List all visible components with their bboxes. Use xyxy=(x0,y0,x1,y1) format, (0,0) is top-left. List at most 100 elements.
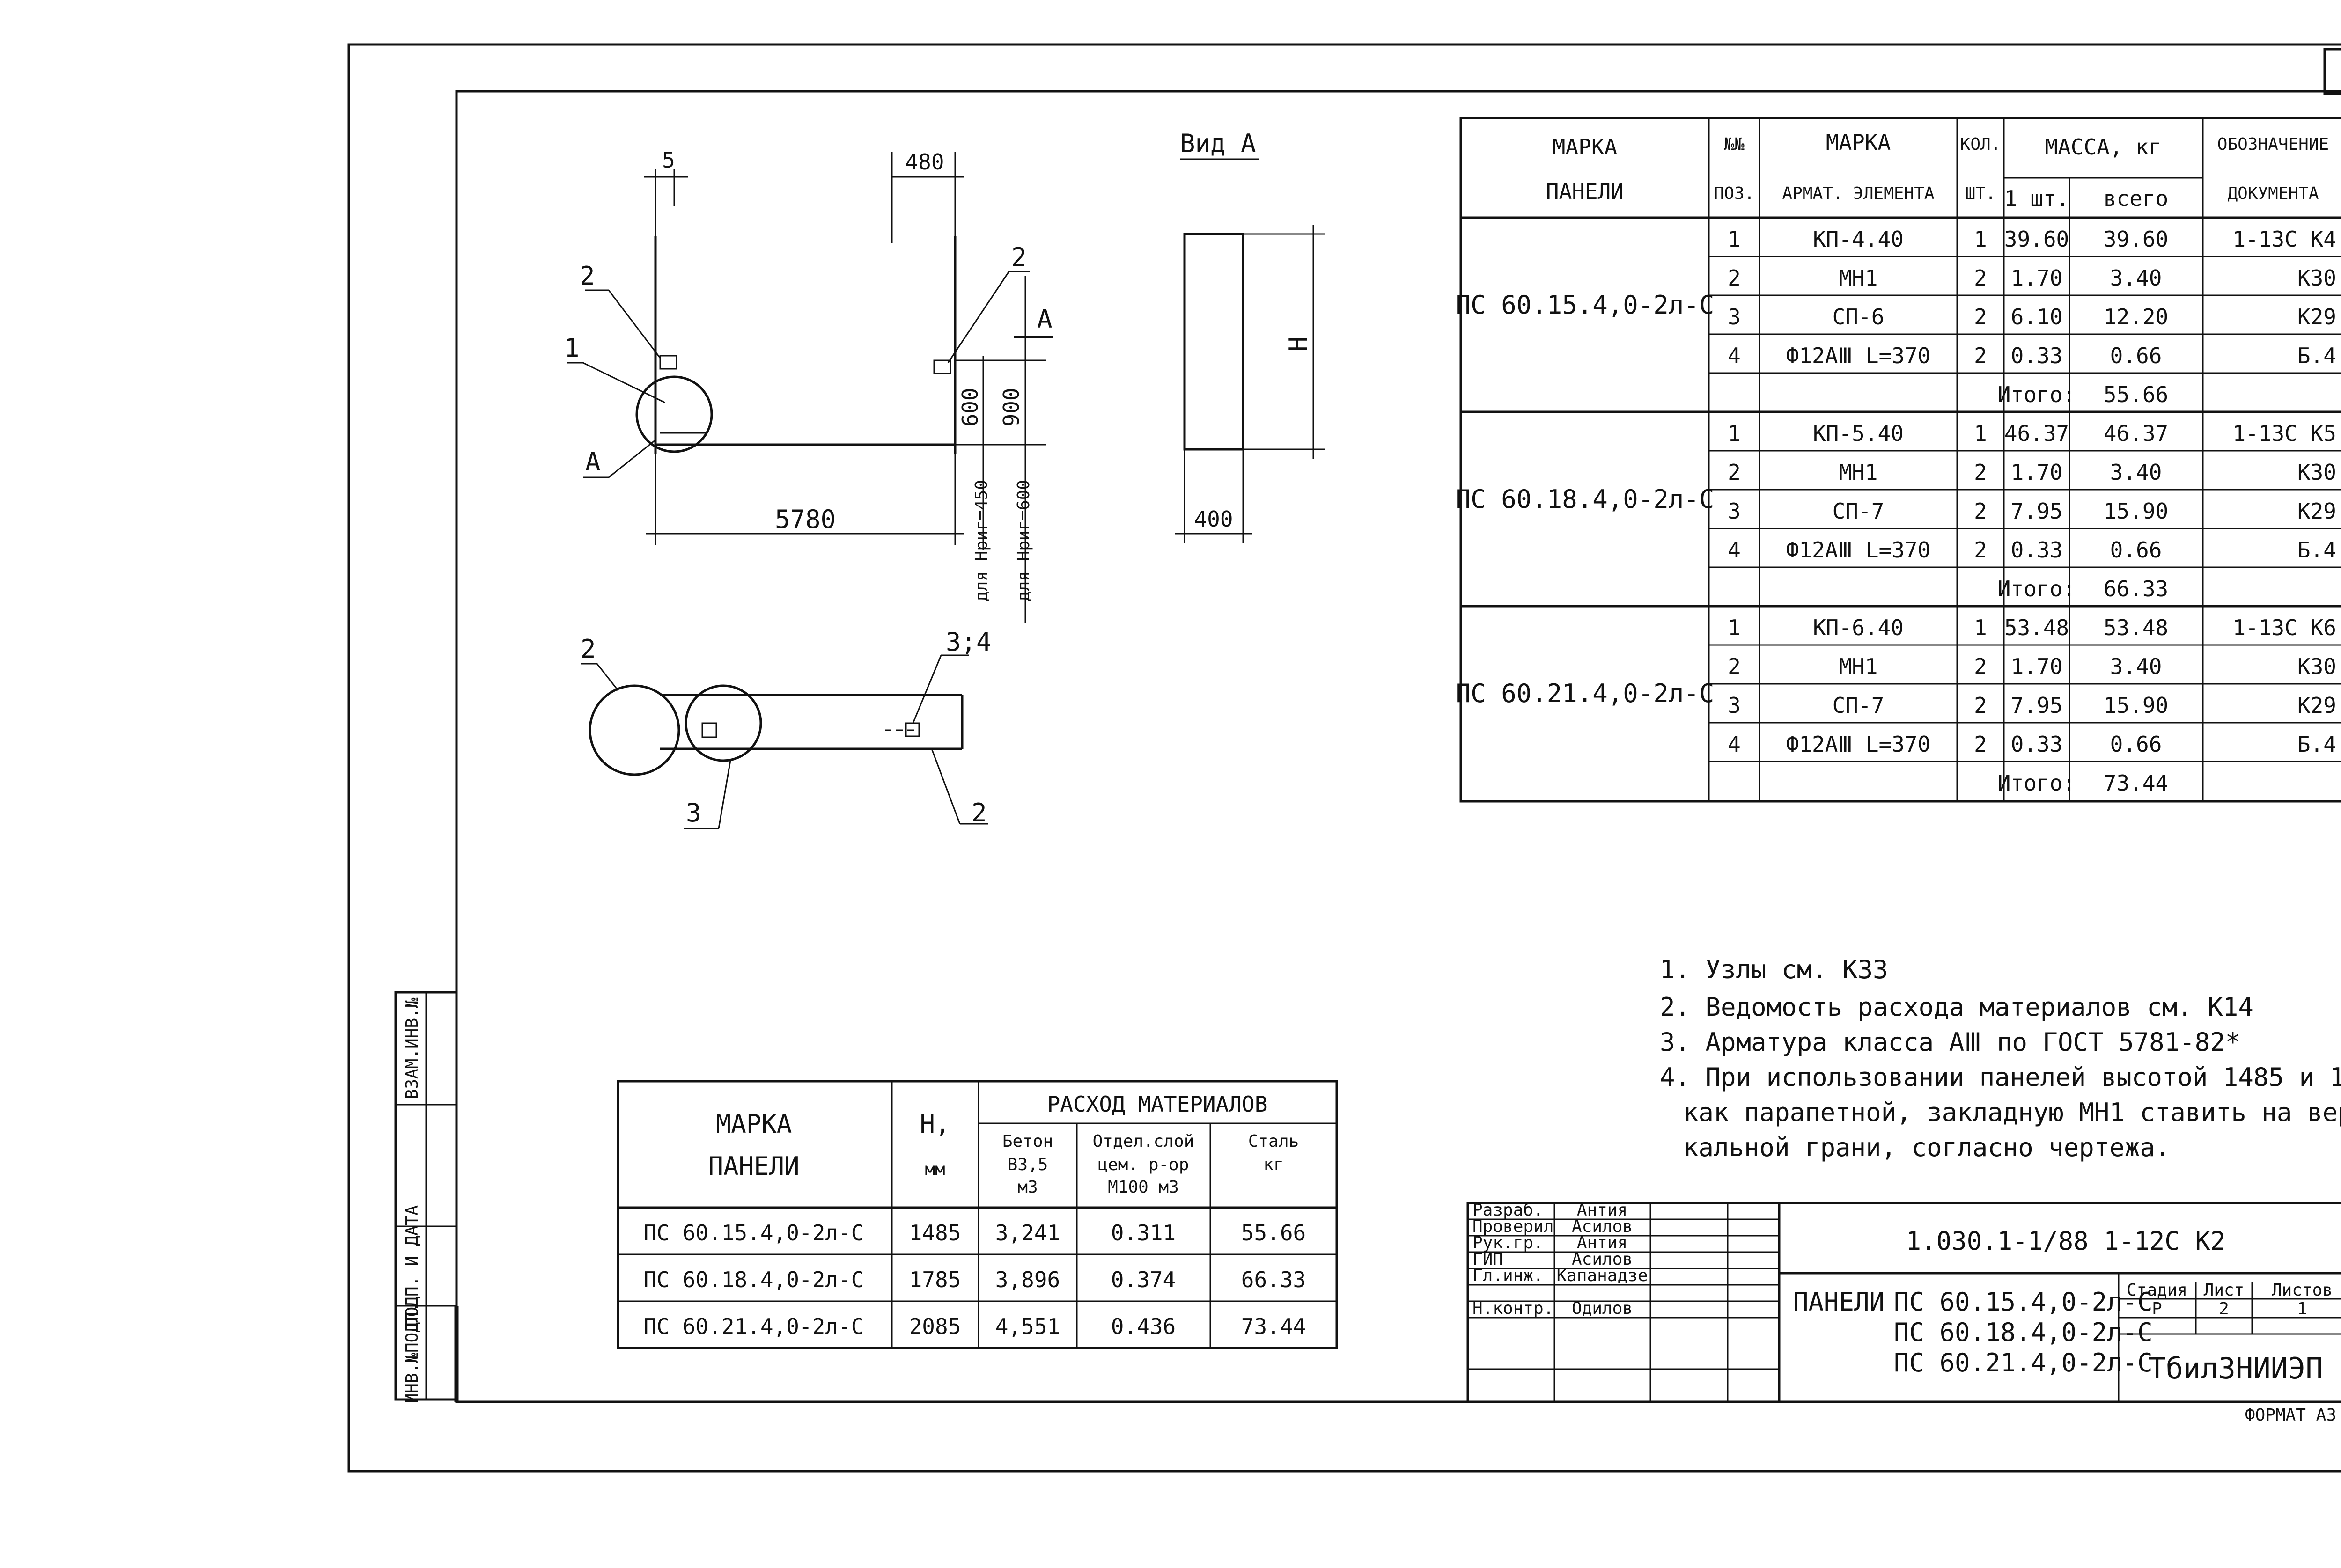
spec-cell-qty: 2 xyxy=(1974,537,1987,563)
format-label: ФОРМАТ А3 xyxy=(2245,1406,2336,1425)
tb-sheets-header: Листов xyxy=(2272,1281,2333,1300)
tb-organization: ТбилЗНИИЭП xyxy=(2148,1351,2323,1385)
spec-cell-doc: Б.4 xyxy=(2297,343,2336,368)
note-3: 3. Арматура класса АⅢ по ГОСТ 5781-82* xyxy=(1660,1027,2240,1057)
spec-cell-pos: 3 xyxy=(1728,498,1741,524)
spec-cell-pos: 3 xyxy=(1728,304,1741,330)
spec-h-el-2: АРМАТ. ЭЛЕМЕНТА xyxy=(1782,184,1934,203)
spec-cell-unit: 7.95 xyxy=(2011,498,2063,524)
mat-cell-finish: 0.436 xyxy=(1111,1314,1176,1339)
view-a: Вид А H 400 xyxy=(1175,129,1325,543)
node-a-callout: А xyxy=(585,447,601,476)
mat-cell-h: 1785 xyxy=(909,1267,961,1292)
spec-cell-pos: 4 xyxy=(1728,537,1741,563)
spec-cell-unit: 46.37 xyxy=(2004,421,2069,446)
spec-h-panel-1: МАРКА xyxy=(1553,134,1617,160)
spec-cell-element: Ф12АⅢ L=370 xyxy=(1786,732,1931,757)
spec-total-value: 55.66 xyxy=(2104,382,2168,407)
mat-h-finish-2: цем. р-ор xyxy=(1097,1155,1189,1174)
spec-cell-element: КП-6.40 xyxy=(1813,615,1904,640)
spec-cell-total: 53.48 xyxy=(2104,615,2168,640)
mat-h-panel-2: ПАНЕЛИ xyxy=(708,1151,799,1181)
spec-total-label: Итого: xyxy=(1998,382,2076,407)
mat-h-h: H, xyxy=(920,1109,950,1139)
panel-elevation: 5 480 5780 600 900 для Hриг=450 для Hриг… xyxy=(564,147,1053,623)
spec-cell-pos: 2 xyxy=(1728,654,1741,679)
title-line-3: ПС 60.21.4,0-2л-С xyxy=(1894,1348,2153,1377)
tb-role: Рук.гр. xyxy=(1472,1233,1544,1253)
dim-5: 5 xyxy=(662,147,675,173)
spec-cell-total: 3.40 xyxy=(2110,265,2162,291)
node-circle-plan-right xyxy=(685,684,762,762)
spec-cell-doc: К29 xyxy=(2297,498,2336,524)
node-circle-a xyxy=(635,375,713,453)
view-a-title: Вид А xyxy=(1180,129,1256,158)
note-hrig-600: для Hриг=600 xyxy=(1014,480,1033,601)
tb-sheet-header: Лист xyxy=(2204,1281,2245,1300)
spec-cell-element: СП-7 xyxy=(1833,693,1885,718)
spec-cell-doc: 1-13С К5 xyxy=(2232,421,2336,446)
spec-cell-total: 15.90 xyxy=(2104,693,2168,718)
spec-cell-total: 12.20 xyxy=(2104,304,2168,330)
spec-h-mass-unit: 1 шт. xyxy=(2004,186,2069,211)
spec-cell-element: СП-7 xyxy=(1833,498,1885,524)
spec-h-mass: МАССА, кг xyxy=(2045,134,2161,160)
mat-cell-concrete: 3,896 xyxy=(995,1267,1060,1292)
panel-plan: 2 3;4 3 2 xyxy=(581,627,992,829)
tb-name: Асилов xyxy=(1572,1217,1633,1236)
tb-role: Разраб. xyxy=(1472,1201,1544,1220)
spec-cell-pos: 2 xyxy=(1728,460,1741,485)
spec-h-qty-2: ШТ. xyxy=(1965,184,1995,203)
tb-sheet: 2 xyxy=(2219,1299,2229,1319)
spec-cell-total: 15.90 xyxy=(2104,498,2168,524)
spec-cell-doc: Б.4 xyxy=(2297,537,2336,563)
spec-cell-qty: 2 xyxy=(1974,498,1987,524)
title-block-label: ПАНЕЛИ xyxy=(1793,1287,1885,1317)
page-number-box: 7 xyxy=(2323,48,2341,95)
mat-cell-finish: 0.311 xyxy=(1111,1220,1176,1246)
mat-cell-steel: 55.66 xyxy=(1241,1220,1306,1246)
spec-cell-qty: 2 xyxy=(1974,654,1987,679)
spec-h-doc-1: ОБОЗНАЧЕНИЕ xyxy=(2217,135,2329,154)
spec-cell-unit: 1.70 xyxy=(2011,654,2063,679)
tb-name: Одилов xyxy=(1572,1299,1633,1318)
mat-h-concrete-class: В3,5 xyxy=(1008,1155,1048,1174)
spec-h-qty-1: КОЛ. xyxy=(1960,135,2001,154)
spec-h-el-1: МАРКА xyxy=(1826,130,1891,155)
mat-h-panel-1: МАРКА xyxy=(716,1109,792,1139)
tb-name: Антия xyxy=(1577,1233,1627,1253)
stamp-inv-podl: ИНВ.№ПОДЛ. xyxy=(403,1302,422,1404)
spec-cell-qty: 1 xyxy=(1974,421,1987,446)
spec-cell-qty: 2 xyxy=(1974,265,1987,291)
spec-panel-mark: ПС 60.15.4,0-2л-С xyxy=(1456,290,1715,320)
tb-stage: Р xyxy=(2152,1299,2162,1319)
section-a-label: А xyxy=(1037,304,1053,334)
stamp-podp-data: ПОДП. И ДАТА xyxy=(403,1205,422,1327)
mat-h-finish-3: М100 м3 xyxy=(1108,1178,1179,1197)
spec-h-mass-total: всего xyxy=(2104,186,2168,211)
mat-h-consumption: РАСХОД МАТЕРИАЛОВ xyxy=(1047,1092,1268,1117)
spec-cell-element: Ф12АⅢ L=370 xyxy=(1786,343,1931,368)
mat-cell-steel: 66.33 xyxy=(1241,1267,1306,1292)
spec-cell-unit: 39.60 xyxy=(2004,227,2069,252)
node-circle-plan-left xyxy=(589,684,680,776)
tb-role: Проверил xyxy=(1472,1217,1553,1236)
dim-900: 900 xyxy=(999,388,1024,426)
note-4-cont-1: как парапетной, закладную МН1 ставить на… xyxy=(1683,1098,2341,1127)
spec-cell-qty: 2 xyxy=(1974,304,1987,330)
plan-callout-34: 3;4 xyxy=(946,627,992,657)
embedded-part-right xyxy=(933,359,951,374)
spec-cell-qty: 2 xyxy=(1974,732,1987,757)
spec-total-label: Итого: xyxy=(1998,576,2076,601)
materials-table: МАРКА ПАНЕЛИ H, мм РАСХОД МАТЕРИАЛОВ Бет… xyxy=(617,1080,1338,1349)
spec-cell-qty: 2 xyxy=(1974,693,1987,718)
spec-cell-element: МН1 xyxy=(1839,654,1877,679)
spec-h-doc-2: ДОКУМЕНТА xyxy=(2227,184,2319,203)
dim-400: 400 xyxy=(1194,506,1233,532)
tb-stage-header: Стадия xyxy=(2127,1281,2187,1300)
mat-cell-h: 2085 xyxy=(909,1314,961,1339)
mat-cell-finish: 0.374 xyxy=(1111,1267,1176,1292)
